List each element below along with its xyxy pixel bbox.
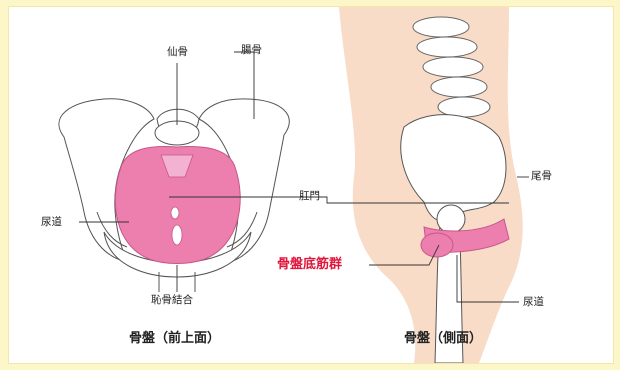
diagram-frame: 仙骨 腸骨 尿道 恥骨結合 尾骨 肛門 尿道 骨盤底筋群 骨盤（前上面） 骨盤（… — [8, 6, 614, 364]
label-urethra-side: 尿道 — [523, 297, 544, 308]
label-pubic-symphysis: 恥骨結合 — [151, 295, 193, 306]
label-sacrum: 仙骨 — [167, 47, 188, 58]
label-coccyx: 尾骨 — [531, 171, 552, 182]
pelvis-illustration — [9, 7, 613, 363]
caption-front-view: 骨盤（前上面） — [129, 332, 220, 345]
label-anus: 肛門 — [299, 191, 320, 202]
label-ilium: 腸骨 — [241, 45, 262, 56]
label-urethra-front: 尿道 — [41, 217, 62, 228]
caption-side-view: 骨盤（側面） — [404, 332, 482, 345]
side-pelvic-floor-lobe — [421, 233, 453, 257]
label-pelvic-floor-muscles: 骨盤底筋群 — [277, 258, 342, 271]
